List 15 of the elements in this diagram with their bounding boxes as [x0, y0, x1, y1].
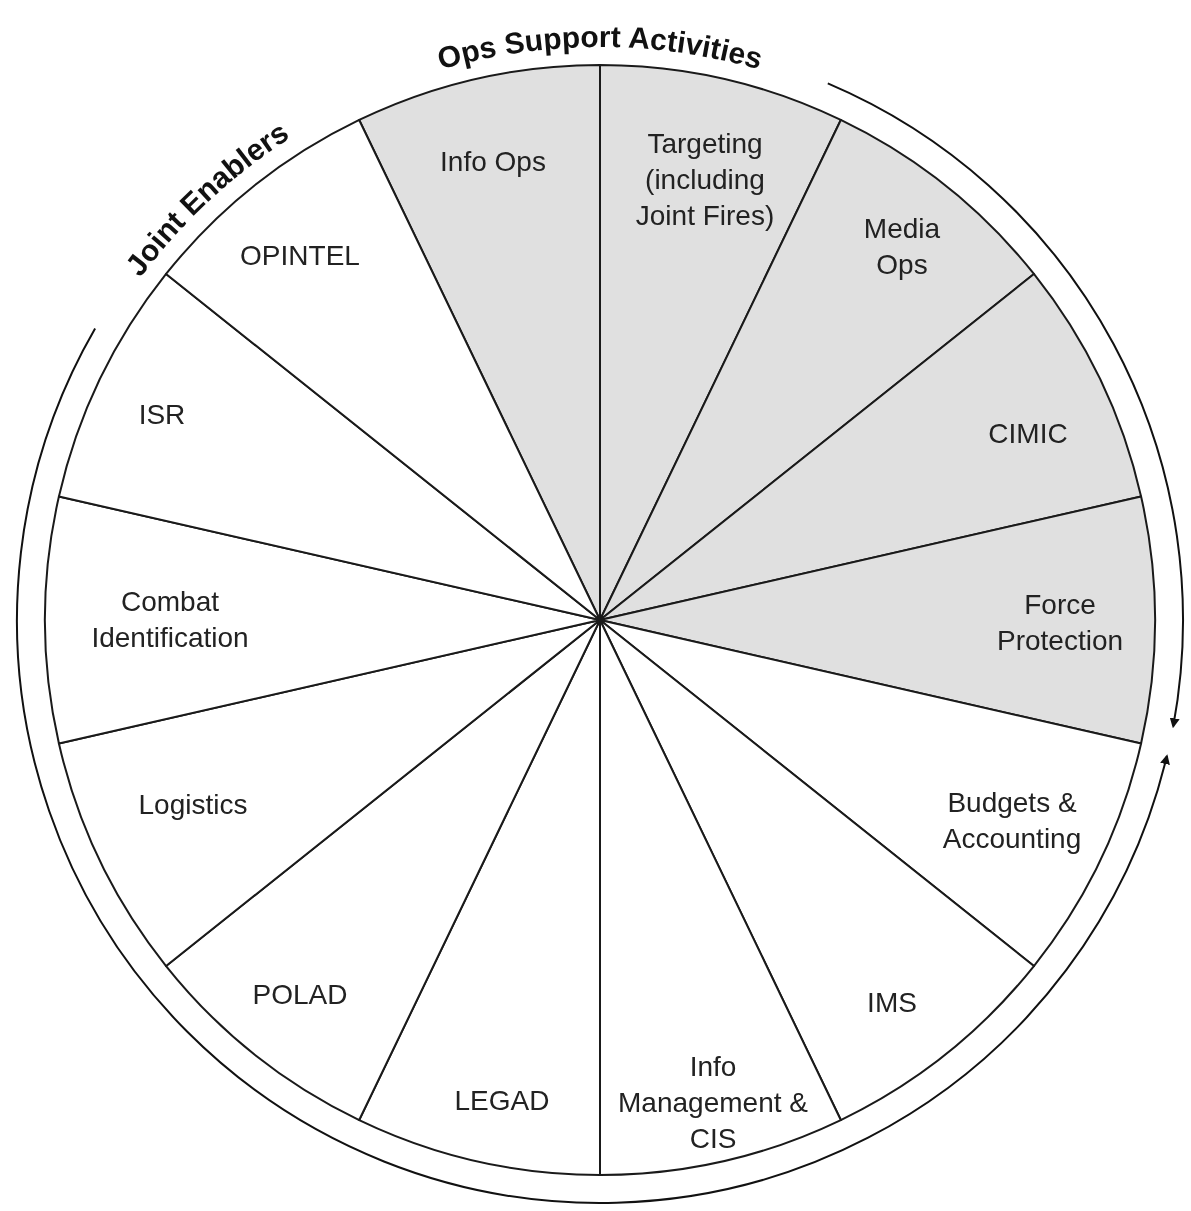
segment-label: OPINTEL [240, 239, 360, 273]
segment-label: Budgets & Accounting [941, 786, 1083, 856]
segment-label: Combat Identification [90, 585, 250, 655]
segment-label: Media Ops [862, 212, 942, 282]
segment-label: Info Ops [440, 145, 546, 179]
segment-label: Targeting (including Joint Fires) [635, 127, 775, 233]
segment-label: IMS [867, 986, 917, 1020]
segment-label: Info Management & CIS [617, 1050, 809, 1156]
segment-label: CIMIC [988, 417, 1068, 451]
arc-heading: Ops Support Activities [433, 19, 767, 76]
segment-label: Logistics [138, 788, 248, 822]
segment-label: POLAD [252, 978, 348, 1012]
segment-label: LEGAD [454, 1084, 550, 1118]
segment-label: Force Protection [995, 588, 1125, 658]
segment-label: ISR [138, 398, 186, 432]
